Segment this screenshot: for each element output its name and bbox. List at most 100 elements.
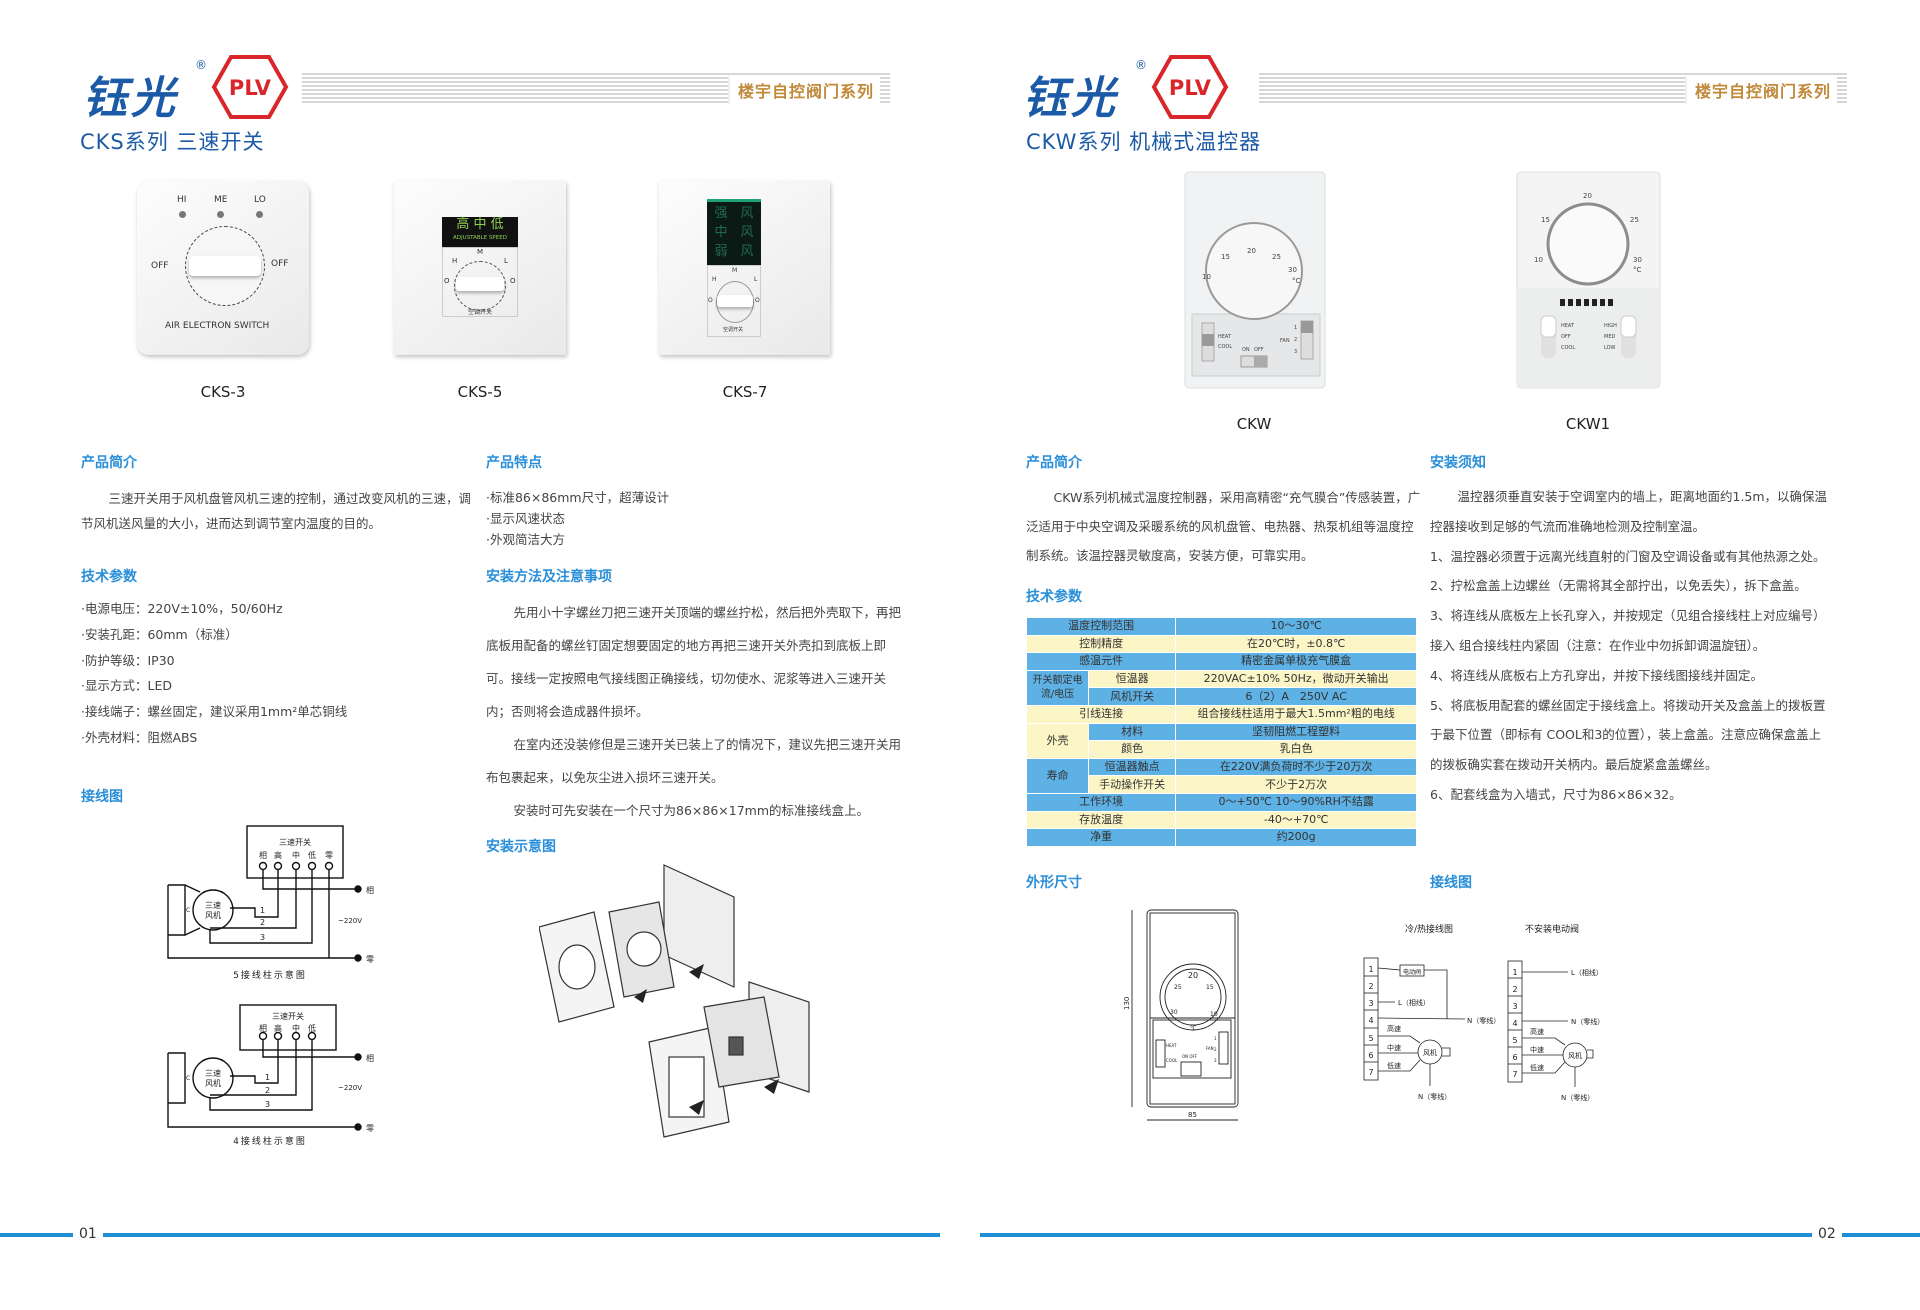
diagram-caption: 5接线柱示意图 — [233, 969, 307, 981]
dial-10: 10 — [1202, 273, 1211, 281]
mid-speed-label: 中速 — [1387, 1043, 1401, 1052]
row-value: 在220V满负荷时不少于20万次 — [1175, 757, 1417, 777]
param-item: ·外壳材料：阻燃ABS — [81, 729, 198, 745]
note-line: 1、温控器必须置于远离光线直射的门窗及空调设备或有其他热源之处。 — [1430, 548, 1826, 564]
note-line: 5、将底板用配套的螺丝固定于接线盒上。将拨动开关及盒盖上的拨板置于最下位置（即标… — [1430, 697, 1826, 773]
wiring-diagram-cks: 三速开关 相 高 中 低 零 三速 风机 C 1 2 3 相 零 ~220V 5… — [167, 825, 374, 1147]
svg-text:4: 4 — [1368, 1016, 1373, 1025]
wiring-no-valve — [1507, 960, 1594, 1087]
heading-wiring: 接线图 — [81, 789, 123, 805]
dial-15: 15 — [1221, 253, 1230, 261]
motor-label: 风机 — [205, 1078, 221, 1088]
dial-30: 30 — [1170, 1009, 1178, 1016]
voltage-label: ~220V — [338, 917, 362, 925]
row-value: -40～+70℃ — [1175, 810, 1417, 830]
label-lo: LO — [254, 195, 266, 205]
install-paragraph: 安装时可先安装在一个尺寸为86×86×17mm的标准接线盒上。 — [513, 803, 870, 818]
neutral-label: 零 — [366, 1124, 374, 1133]
row-value: 10～30℃ — [1175, 617, 1417, 636]
display-row-medium: 中 风 — [714, 225, 754, 240]
label-m: M — [477, 248, 484, 256]
svg-text:1: 1 — [1512, 968, 1517, 977]
install-paragraph: 在室内还没装修但是三速开关已装上了的情况下，建议先把三速开关用布包裹起来，以免灰… — [486, 737, 902, 785]
label-o-left: O — [708, 297, 713, 304]
high-speed-label: 高速 — [1387, 1024, 1401, 1033]
product-image-cks7: 强 风 中 风 弱 风 M H L O O 空调开关 — [659, 181, 830, 355]
series-tag: 楼宇自控阀门系列 — [1684, 76, 1837, 104]
note-line: 2、拧松盒盖上边螺丝（无需将其全部拧出，以免丢失），拆下盒盖。 — [1430, 578, 1807, 594]
model-cks3: CKS-3 — [200, 383, 246, 401]
row-label: 手动操作开关 — [1087, 775, 1177, 794]
svg-text:4: 4 — [1512, 1019, 1517, 1028]
wire-number: 2 — [260, 918, 265, 927]
terminal-numbers: 12 34 56 7 — [1368, 965, 1373, 1077]
label-h: H — [712, 276, 717, 283]
product-image-ckw: 10 15 20 25 30 °C HEAT COOL ON OFF FAN 1… — [1184, 171, 1326, 389]
direction-arrows — [634, 964, 779, 1115]
speed-display: 高 中 低 ADJUSTABLE SPEED — [442, 217, 518, 247]
neutral-label: 零 — [366, 955, 374, 964]
dial-20: 20 — [1247, 247, 1256, 255]
row-label: 温度控制范围 — [1025, 617, 1177, 636]
param-item: ·防护等级：IP30 — [81, 652, 175, 668]
label-heat: HEAT — [1218, 334, 1232, 340]
svg-text:2: 2 — [1512, 985, 1517, 994]
row-value: 6（2）A 250V AC — [1175, 687, 1417, 706]
svg-text:2: 2 — [1368, 982, 1373, 991]
group-label: 寿命 — [1026, 757, 1089, 794]
fan-label: 风机 — [1423, 1048, 1437, 1057]
label-off-right: OFF — [271, 259, 289, 269]
label-heat: HEAT — [1561, 323, 1575, 329]
line-label: L（相线） — [1571, 968, 1603, 977]
svg-text:6: 6 — [1368, 1051, 1373, 1060]
row-label: 工作环境 — [1025, 792, 1177, 812]
svg-text:3: 3 — [1512, 1002, 1517, 1011]
row-value: 220VAC±10% 50Hz，微动开关输出 — [1175, 669, 1417, 689]
header-stripes: 楼宇自控阀门系列 — [1259, 73, 1847, 104]
table-row: 存放温度-40～+70℃ — [1025, 810, 1417, 830]
page-number-left: 01 — [73, 1226, 103, 1242]
install-method-text: 先用小十字螺丝刀把三速开关顶端的螺丝拧松，然后把外壳取下，再把底板用配备的螺丝钉… — [486, 596, 902, 827]
dial-25: 25 — [1272, 253, 1281, 261]
table-row: 寿命恒温器触点在220V满负荷时不少于20万次 — [1026, 757, 1417, 794]
brand-logo: 钰光 ® PLV — [83, 54, 293, 124]
product-intro-text: 三速开关用于风机盘管风机三速的控制，通过改变风机的三速，调节风机送风量的大小，进… — [81, 491, 472, 531]
dial-10: 10 — [1210, 1011, 1218, 1018]
phase-label: 相 — [366, 1053, 374, 1063]
footer-rule-left — [0, 1233, 940, 1237]
mid-speed-label: 中速 — [1530, 1045, 1544, 1054]
valve-label: 电动阀 — [1403, 968, 1421, 976]
label-hi: HI — [177, 195, 187, 205]
label-off: OFF — [1254, 347, 1264, 353]
table-row: 感温元件精密金属单极充气膜盒 — [1025, 652, 1417, 671]
page-number-right: 02 — [1812, 1226, 1842, 1242]
page-title: CKS系列 三速开关 — [80, 130, 265, 154]
row-value: 乳白色 — [1175, 740, 1417, 759]
row-label: 材料 — [1087, 722, 1177, 742]
group-label: 开关额定电流/电压 — [1026, 669, 1089, 706]
terminal-label: 高 — [274, 1023, 282, 1033]
led-lo-icon — [256, 211, 263, 218]
row-value: 精密金属单极充气膜盒 — [1175, 652, 1417, 671]
table-row: 净重约200g — [1025, 828, 1417, 847]
dial-25: 25 — [1174, 984, 1182, 991]
switch-box-title: 三速开关 — [279, 837, 311, 847]
page-title: CKW系列 机械式温控器 — [1026, 130, 1262, 154]
row-value: 组合接线柱适用于最大1.5mm²粗的电线 — [1175, 704, 1417, 724]
features-list: ·标准86×86mm尺寸，超薄设计 ·显示风速状态 ·外观简洁大方 — [486, 487, 669, 550]
label-o-right: O — [755, 297, 760, 304]
label-low: LOW — [1604, 345, 1616, 351]
model-ckw: CKW — [1236, 415, 1272, 433]
param-item: ·接线端子：螺丝固定，建议采用1mm²单芯铜线 — [81, 704, 348, 720]
terminal-label: 低 — [308, 850, 316, 860]
row-label: 恒温器 — [1087, 669, 1177, 689]
dial-20: 20 — [1188, 971, 1198, 980]
label-m: M — [732, 267, 738, 274]
label-fan-3: 3 — [1294, 349, 1297, 355]
motor-label: 三速 — [205, 901, 221, 910]
wire-number: 3 — [260, 933, 265, 942]
svg-text:7: 7 — [1368, 1068, 1373, 1077]
